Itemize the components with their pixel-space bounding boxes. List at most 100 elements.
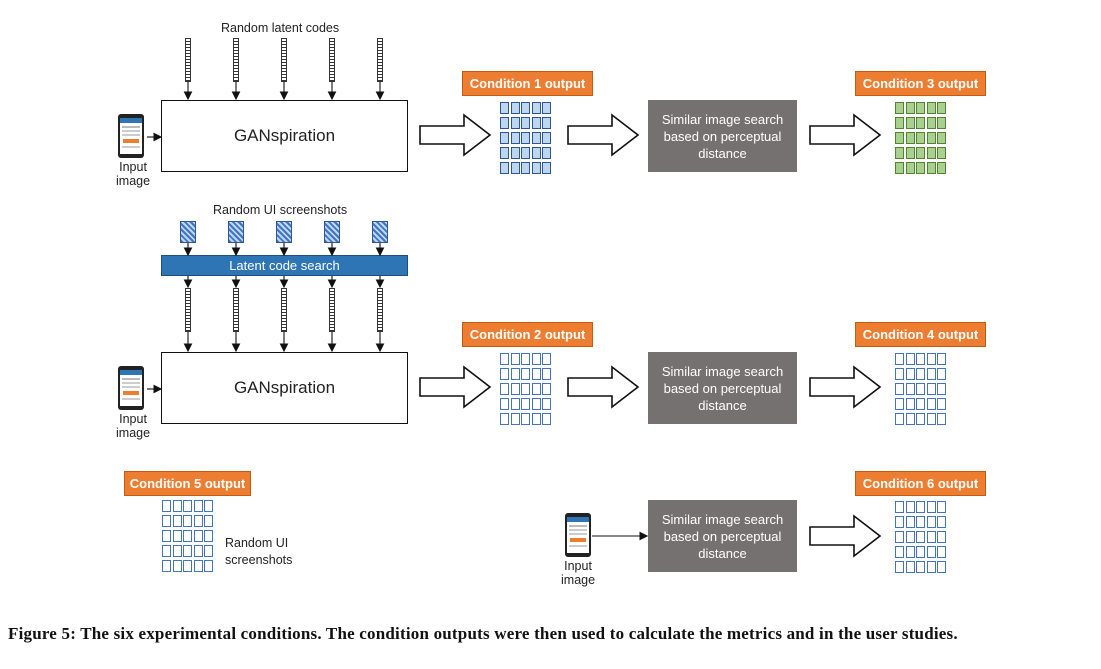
condition-1-grid (500, 102, 551, 174)
ganspiration-box-middle: GANspiration (161, 352, 408, 424)
grid-cell (531, 383, 541, 395)
latent-code-strip (377, 288, 383, 332)
ui-screenshot-thumbnail (324, 221, 340, 243)
grid-cell (193, 545, 203, 557)
grid-cell (531, 353, 541, 365)
grid-cell (500, 368, 509, 380)
grid-cell (895, 383, 904, 395)
condition-2-grid (500, 353, 551, 425)
latent-code-strip (185, 38, 191, 82)
grid-cell (183, 560, 192, 572)
phone-app-bar (120, 118, 142, 123)
latent-code-strip (233, 38, 239, 82)
grid-cell (204, 515, 213, 527)
latent-code-strip (377, 38, 383, 82)
grid-cell (510, 102, 520, 114)
grid-cell (937, 561, 946, 573)
figure-caption: Figure 5: The six experimental condition… (8, 624, 958, 643)
grid-cell (542, 147, 551, 159)
grid-cell (521, 353, 530, 365)
phone-app-bar (567, 517, 589, 522)
grid-cell (926, 147, 936, 159)
grid-cell (926, 501, 936, 513)
grid-cell (905, 531, 915, 543)
grid-cell (905, 117, 915, 129)
input-image-phone-icon (118, 114, 144, 158)
grid-cell (204, 560, 213, 572)
flow-arrow (567, 113, 640, 157)
grid-cell (531, 132, 541, 144)
phone-accent-block (570, 538, 586, 542)
grid-cell (895, 531, 904, 543)
input-label-line-2: image (116, 174, 151, 188)
grid-cell (510, 162, 520, 174)
grid-cell (500, 132, 509, 144)
grid-cell (895, 102, 904, 114)
grid-cell (500, 117, 509, 129)
grid-cell (916, 516, 925, 528)
flow-arrow (567, 365, 640, 409)
grid-cell (542, 162, 551, 174)
phone-content-line (122, 378, 140, 380)
grid-cell (204, 530, 213, 542)
grid-cell (916, 102, 925, 114)
flow-arrow (419, 365, 492, 409)
grid-cell (937, 413, 946, 425)
grid-cell (937, 368, 946, 380)
grid-cell (510, 383, 520, 395)
grid-cell (905, 516, 915, 528)
grid-cell (531, 368, 541, 380)
input-image-label-bottom: Input image (561, 559, 595, 587)
grid-cell (172, 530, 182, 542)
grid-cell (937, 546, 946, 558)
grid-cell (542, 413, 551, 425)
condition-3-grid (895, 102, 946, 174)
grid-cell (895, 147, 904, 159)
grid-cell (905, 368, 915, 380)
grid-cell (916, 353, 925, 365)
input-label-line-2: image (116, 426, 151, 440)
grid-cell (937, 117, 946, 129)
grid-cell (510, 117, 520, 129)
grid-cell (916, 546, 925, 558)
condition-6-grid (895, 501, 946, 573)
grid-cell (162, 560, 171, 572)
grid-cell (183, 545, 192, 557)
condition-6-label: Condition 6 output (855, 471, 986, 496)
phone-content-line (122, 134, 140, 136)
flow-arrow (809, 514, 882, 558)
ganspiration-label: GANspiration (233, 126, 336, 145)
grid-cell (905, 132, 915, 144)
similar-image-search-box-bottom: Similar image search based on perceptual… (648, 500, 797, 572)
grid-cell (542, 102, 551, 114)
search-line-1: Similar image search (661, 111, 784, 127)
search-line-1: Similar image search (661, 511, 784, 527)
grid-cell (204, 545, 213, 557)
grid-cell (916, 117, 925, 129)
grid-cell (521, 132, 530, 144)
grid-cell (895, 561, 904, 573)
grid-cell (937, 102, 946, 114)
grid-cell (905, 162, 915, 174)
grid-cell (937, 147, 946, 159)
random-ui-screenshots-label: Random UI screenshots (213, 203, 348, 217)
phone-accent-block (123, 139, 139, 143)
grid-cell (895, 162, 904, 174)
grid-cell (916, 383, 925, 395)
phone-accent-block (123, 391, 139, 395)
grid-cell (542, 117, 551, 129)
input-label-line-2: image (561, 573, 596, 587)
search-line-3: distance (698, 145, 747, 161)
flow-arrow (809, 365, 882, 409)
latent-code-strip (233, 288, 239, 332)
grid-cell (500, 383, 509, 395)
grid-cell (542, 368, 551, 380)
grid-cell (926, 546, 936, 558)
grid-cell (500, 147, 509, 159)
input-label-line-1: Input (119, 160, 147, 174)
grid-cell (500, 398, 509, 410)
grid-cell (162, 515, 171, 527)
grid-cell (926, 561, 936, 573)
search-line-3: distance (698, 545, 747, 561)
grid-cell (521, 413, 530, 425)
